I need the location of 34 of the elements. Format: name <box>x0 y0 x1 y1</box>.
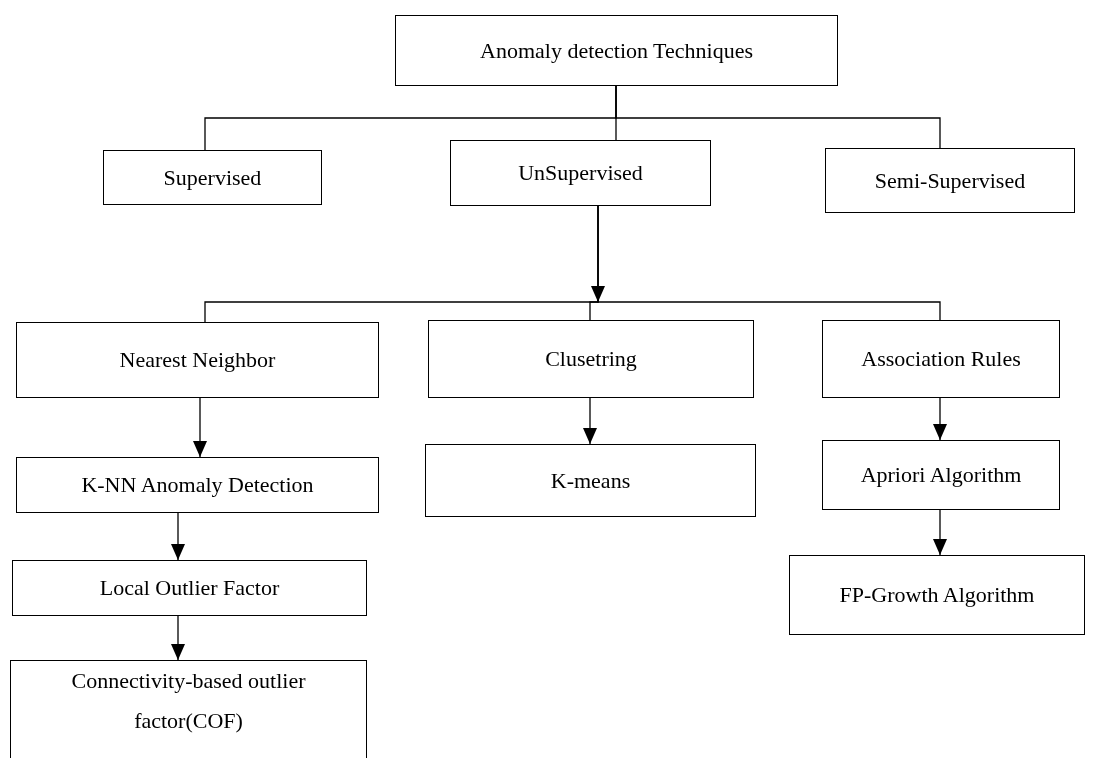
connector-arrow <box>933 397 947 441</box>
connector-line <box>615 85 941 149</box>
connector-arrow <box>583 397 597 445</box>
connector-arrow <box>171 512 185 561</box>
process-box <box>12 560 367 616</box>
process-box <box>822 320 1060 398</box>
connector-arrow <box>933 509 947 556</box>
process-box <box>16 457 379 513</box>
connector-line <box>597 205 941 321</box>
box-label: Clusetring <box>545 345 637 373</box>
process-box <box>822 440 1060 510</box>
process-box <box>103 150 322 205</box>
box-label: Supervised <box>163 163 262 192</box>
box-label: Local Outlier Factor <box>99 574 280 602</box>
process-box <box>450 140 711 206</box>
box-label: Apriori Algorithm <box>860 461 1022 489</box>
box-label: UnSupervised <box>518 159 643 187</box>
connector-arrow <box>193 397 207 458</box>
box-label: Nearest Neighbor <box>119 346 276 374</box>
box-label: K-means <box>550 466 631 495</box>
box-label: Semi-Supervised <box>874 166 1026 195</box>
connector-arrow <box>171 615 185 661</box>
process-box <box>789 555 1085 635</box>
process-box <box>395 15 838 86</box>
process-box <box>10 660 367 758</box>
process-box <box>825 148 1075 213</box>
process-box <box>16 322 379 398</box>
box-label: K-NN Anomaly Detection <box>81 471 314 499</box>
process-box <box>428 320 754 398</box>
box-label: Association Rules <box>861 345 1021 373</box>
box-label: Connectivity-based outlier factor(COF) <box>70 667 307 735</box>
box-label: Anomaly detection Techniques <box>480 36 753 65</box>
process-box <box>425 444 756 517</box>
box-label: FP-Growth Algorithm <box>839 581 1035 609</box>
